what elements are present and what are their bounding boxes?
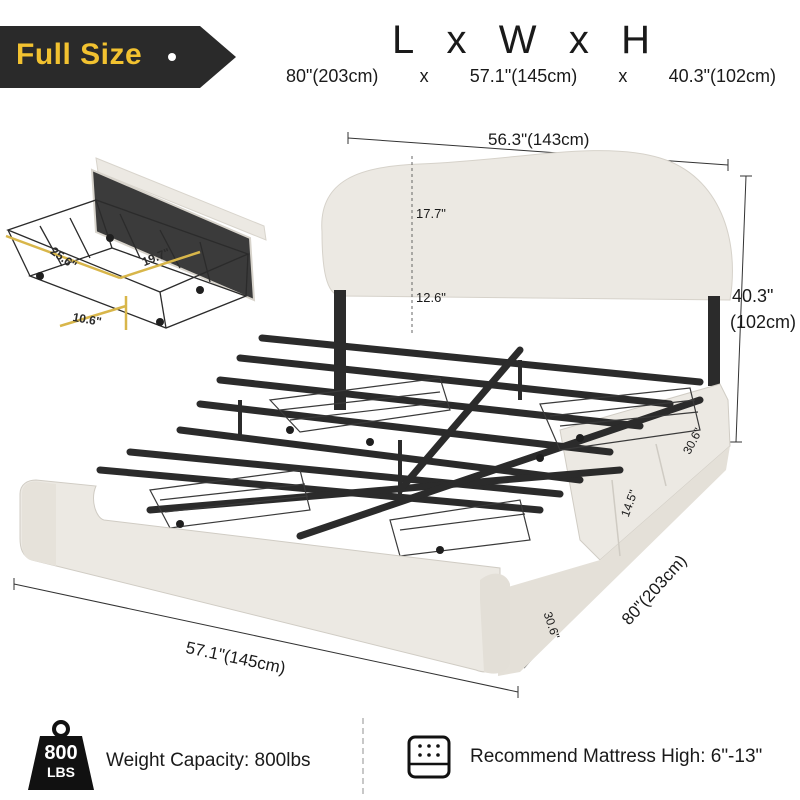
size-label: Full Size [16, 38, 143, 71]
total-height-label: 40.3" [732, 286, 774, 306]
overall-sep-2: x [618, 66, 628, 86]
footer: 800 LBS Weight Capacity: 800lbs Recommen… [0, 712, 800, 800]
heading-x2: x [568, 18, 591, 62]
heading-w: W [498, 18, 539, 62]
bed-illustration [5, 132, 752, 698]
badge-number: 800 [44, 742, 78, 764]
footer-divider [362, 718, 364, 794]
mattress-icon [407, 735, 451, 779]
heading-h: H [621, 18, 652, 62]
badge-unit: LBS [47, 764, 75, 780]
weight-badge: 800 LBS [26, 720, 96, 790]
banner-shape [0, 26, 236, 88]
overall-sep-1: x [419, 66, 429, 86]
weight-icon [28, 720, 94, 790]
overall-height: 40.3"(102cm) [668, 66, 776, 86]
mattress-recommendation-text: Recommend Mattress High: 6"-13" [470, 746, 763, 767]
overall-dimensions: 80"(203cm) x 57.1"(145cm) x 40.3"(102cm) [286, 66, 776, 87]
headboard-height-label: 17.7" [416, 206, 446, 221]
dimension-heading: L x W x H [392, 18, 652, 63]
overall-length: 80"(203cm) [286, 66, 379, 86]
overall-width: 57.1"(145cm) [469, 66, 578, 86]
heading-x1: x [446, 18, 469, 62]
size-banner: Full Size [0, 26, 240, 88]
headboard-width-label: 56.3"(143cm) [488, 130, 590, 149]
weight-capacity-text: Weight Capacity: 800lbs [106, 750, 311, 771]
leg-height-label: 12.6" [416, 290, 446, 305]
total-height-cm-label: (102cm) [730, 312, 797, 332]
heading-l: L [392, 18, 417, 62]
drawer-inset [5, 157, 267, 330]
